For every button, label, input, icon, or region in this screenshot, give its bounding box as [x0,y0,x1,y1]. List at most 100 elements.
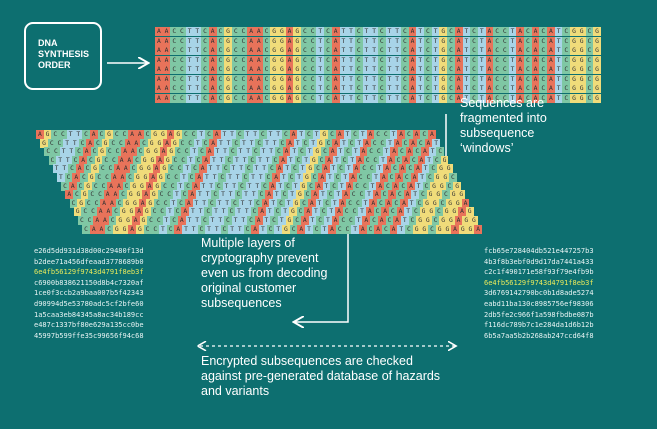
nucleotide: C [524,46,532,55]
nucleotide: T [182,224,190,234]
nucleotide: C [500,36,509,46]
nucleotide: T [400,216,409,225]
nucleotide: C [429,164,438,174]
nucleotide: T [283,164,292,174]
nucleotide: T [302,155,310,165]
nucleotide: T [272,190,281,200]
nucleotide: C [354,55,363,65]
nucleotide: C [294,155,303,165]
nucleotide: C [120,130,129,139]
nucleotide: C [301,55,309,65]
nucleotide: C [357,190,366,200]
nucleotide: G [439,36,448,46]
nucleotide: C [262,74,271,84]
nucleotide: T [262,216,271,225]
hash-line: e487c1337bf80e629a135cc0be [34,321,144,330]
nucleotide: T [216,216,225,225]
nucleotide: A [331,93,340,103]
nucleotide: T [274,224,283,234]
nucleotide: A [384,198,393,208]
nucleotide: C [447,74,455,84]
nucleotide: G [278,46,286,55]
nucleotide: A [117,155,126,165]
nucleotide: T [385,84,394,93]
nucleotide: T [305,147,314,157]
nucleotide: A [188,190,197,200]
nucleotide: C [157,190,166,200]
nucleotide: C [539,36,548,46]
nucleotide: T [508,46,517,55]
nucleotide: T [236,147,245,157]
nucleotide: T [370,65,378,74]
nucleotide: T [281,207,290,217]
nucleotide: C [243,224,252,234]
nucleotide: G [146,198,155,208]
nucleotide: T [508,65,517,74]
nucleotide: A [386,155,395,165]
nucleotide: C [231,74,240,84]
nucleotide: T [190,147,199,157]
nucleotide: A [405,147,414,157]
nucleotide: T [554,36,563,46]
nucleotide: A [79,155,88,165]
nucleotide: C [366,224,375,234]
nucleotide: C [170,36,179,46]
nucleotide: T [327,207,336,217]
nucleotide: G [570,74,578,84]
nucleotide: C [228,147,237,157]
nucleotide: C [354,36,363,46]
nucleotide: T [297,130,306,139]
nucleotide: C [326,190,335,200]
nucleotide: T [169,198,178,208]
nucleotide: T [404,207,413,217]
nucleotide: C [105,224,113,234]
nucleotide: C [170,93,179,103]
nucleotide: C [94,138,102,148]
nucleotide: T [238,198,247,208]
nucleotide: T [407,198,416,208]
nucleotide: G [293,27,302,36]
nucleotide: C [205,130,213,139]
nucleotide: A [428,130,436,139]
nucleotide: G [441,173,450,182]
nucleotide: T [189,224,198,234]
nucleotide: T [316,93,325,103]
nucleotide: C [301,93,309,103]
nucleotide: A [208,55,217,65]
nucleotide: C [470,93,478,103]
nucleotide: A [268,181,277,191]
nucleotide: T [431,84,440,93]
nucleotide: T [462,46,471,55]
nucleotide: T [251,130,259,139]
nucleotide: T [320,224,329,234]
nucleotide: G [270,46,278,55]
nucleotide: C [539,65,548,74]
nucleotide: G [293,46,302,55]
nucleotide: T [305,224,313,234]
nucleotide: C [201,27,209,36]
nucleotide: T [193,216,201,225]
nucleotide: G [430,181,438,191]
nucleotide: A [247,84,255,93]
nucleotide: C [539,55,548,65]
nucleotide: A [311,190,320,200]
nucleotide: T [508,84,517,93]
nucleotide: T [347,36,355,46]
nucleotide: T [425,155,433,165]
nucleotide: C [500,65,509,74]
nucleotide: A [516,55,524,65]
nucleotide: T [185,46,194,55]
nucleotide: C [500,74,509,84]
nucleotide: C [426,173,434,182]
nucleotide: C [170,65,179,74]
nucleotide: T [249,190,258,200]
nucleotide: T [193,74,202,84]
nucleotide: T [418,173,426,182]
nucleotide: A [162,93,171,103]
nucleotide: C [78,216,86,225]
nucleotide: C [113,147,122,157]
nucleotide: C [301,74,309,84]
nucleotide: C [585,46,594,55]
